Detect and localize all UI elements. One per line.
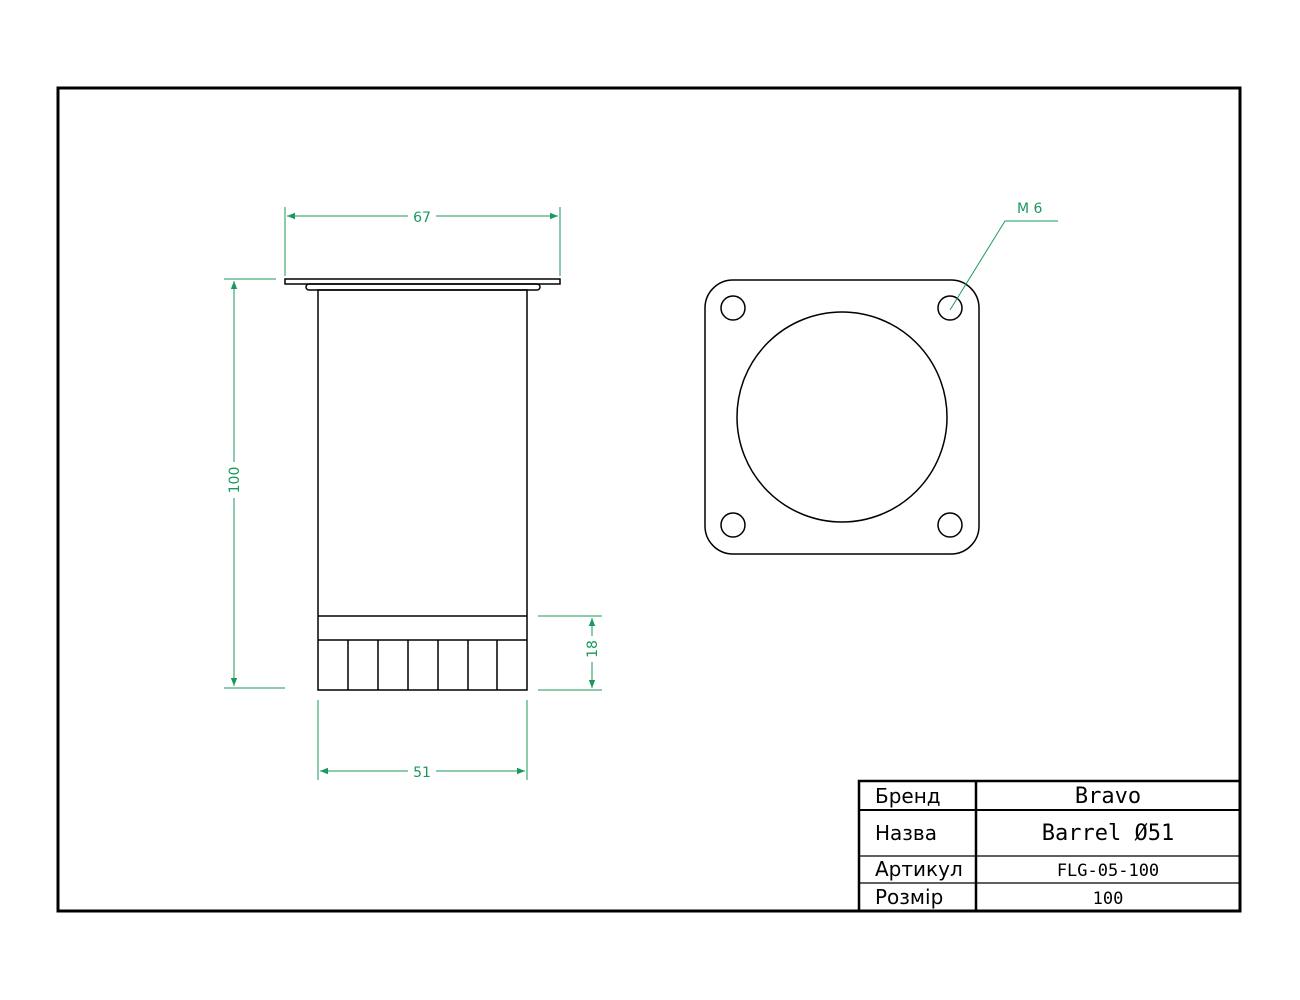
mounting-hole-top-left — [720, 295, 746, 321]
foot-ribs — [347, 640, 498, 690]
dimension-plate-width — [284, 207, 561, 276]
top-view — [704, 279, 980, 555]
dimension-height — [224, 278, 285, 689]
mounting-hole-bottom-right — [937, 512, 963, 538]
dimension-label-18: 18 — [585, 640, 601, 658]
thread-label: M 6 — [1017, 201, 1043, 217]
tube-circle — [736, 311, 948, 523]
title-block — [857, 779, 1242, 913]
dimension-foot-height — [538, 615, 602, 691]
plate-outline — [704, 279, 980, 555]
title-block-value: FLG-05-100 — [1057, 861, 1159, 881]
dimension-label-51: 51 — [413, 765, 431, 781]
leader-thread — [949, 220, 1058, 311]
title-block-row-article: Артикул FLG-05-100 — [875, 857, 1159, 881]
title-block-row-brand: Бренд Bravo — [875, 784, 1141, 809]
title-block-label: Артикул — [875, 857, 963, 881]
side-view — [284, 278, 561, 691]
title-block-row-name: Назва Barrel Ø51 — [875, 821, 1174, 846]
tube-body — [317, 289, 528, 691]
collar — [305, 283, 541, 291]
title-block-label: Розмір — [875, 885, 943, 909]
drawing-frame — [56, 86, 1242, 913]
title-block-label: Бренд — [875, 784, 941, 808]
mounting-hole-top-right — [937, 295, 963, 321]
mounting-hole-bottom-left — [720, 512, 746, 538]
dimension-label-67: 67 — [413, 210, 431, 226]
dimension-label-100: 100 — [227, 467, 243, 494]
dimension-tube-diameter — [317, 700, 528, 780]
title-block-row-size: Розмір 100 — [875, 885, 1123, 909]
title-block-value: Bravo — [1075, 784, 1141, 809]
title-block-label: Назва — [875, 821, 937, 845]
title-block-value: 100 — [1093, 889, 1124, 909]
title-block-value: Barrel Ø51 — [1042, 821, 1174, 846]
